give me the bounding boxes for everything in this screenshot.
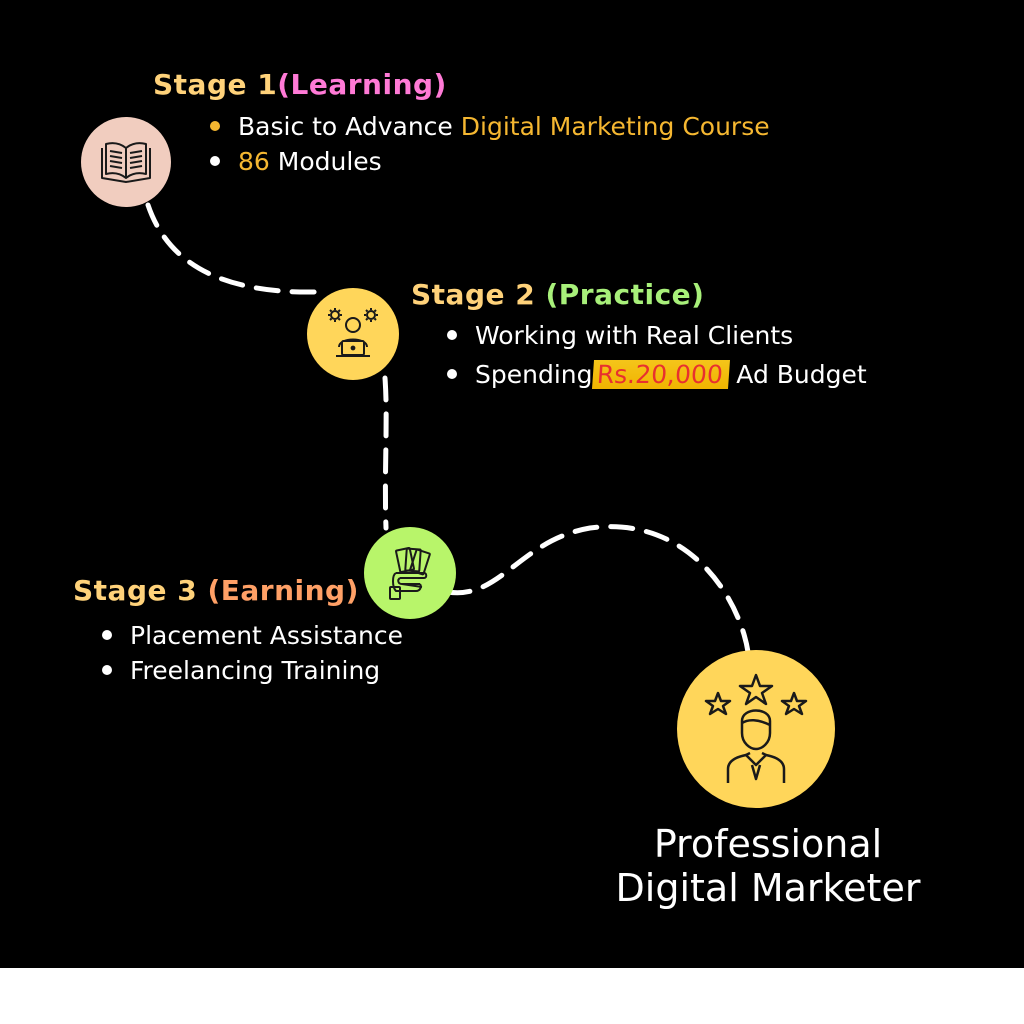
bullet-dot [447,330,457,340]
stage3-title-prefix: Stage 3 [73,574,208,607]
stage1-title: Stage 1(Learning) [153,68,447,101]
stage1-bullet1-highlight: Digital Marketing Course [460,112,770,141]
stage3-bullet1: Placement Assistance [130,621,404,650]
stage2-title-prefix: Stage 2 [411,278,546,311]
destination-label: Professional Digital Marketer [598,822,938,910]
bullet-dot [210,121,220,131]
stage1-title-suffix: (Learning) [277,68,447,101]
bullet-dot [447,369,457,379]
stage3-title: Stage 3 (Earning) [73,574,359,607]
stage2-bullet1: Working with Real Clients [475,321,794,350]
stage3-bullet2: Freelancing Training [130,656,381,685]
stage2-title: Stage 2 (Practice) [411,278,704,311]
bullet-dot [102,630,112,640]
path-segment-2-3 [382,375,389,531]
stage1-title-prefix: Stage 1 [153,68,278,101]
list-item: Basic to Advance Digital Marketing Cours… [210,109,770,144]
hand-holding-money-icon [364,527,456,619]
stage2-bullet2-suffix: Ad Budget [728,360,867,389]
path-segment-3-4 [445,524,751,655]
stage1-bullet1-prefix: Basic to Advance [238,112,461,141]
list-item: 86 Modules [210,144,770,179]
dashed-roadmap-path [145,202,751,655]
destination-line2: Digital Marketer [615,866,921,910]
bullet-dot [210,156,220,166]
stage1-bullet2-highlight: 86 [238,147,270,176]
ad-budget-highlight: Rs.20,000 [591,357,730,392]
stage3-title-suffix: (Earning) [207,574,359,607]
stage2-title-suffix: (Practice) [545,278,705,311]
person-laptop-gears-icon [307,288,399,380]
stage3-bullets: Placement Assistance Freelancing Trainin… [102,618,403,688]
open-book-icon [81,117,171,207]
destination-line1: Professional [653,822,883,866]
list-item: Freelancing Training [102,653,403,688]
stage2-bullet2-prefix: Spending [475,360,593,389]
list-item: Working with Real Clients [447,318,867,353]
stage1-bullets: Basic to Advance Digital Marketing Cours… [210,109,770,179]
bullet-dot [102,665,112,675]
roadmap-canvas: Stage 1(Learning) Basic to Advance Digit… [0,0,1024,968]
professional-stars-icon [677,650,835,808]
stage1-bullet2-suffix: Modules [269,147,382,176]
list-item: Placement Assistance [102,618,403,653]
path-segment-1-2 [145,202,321,295]
